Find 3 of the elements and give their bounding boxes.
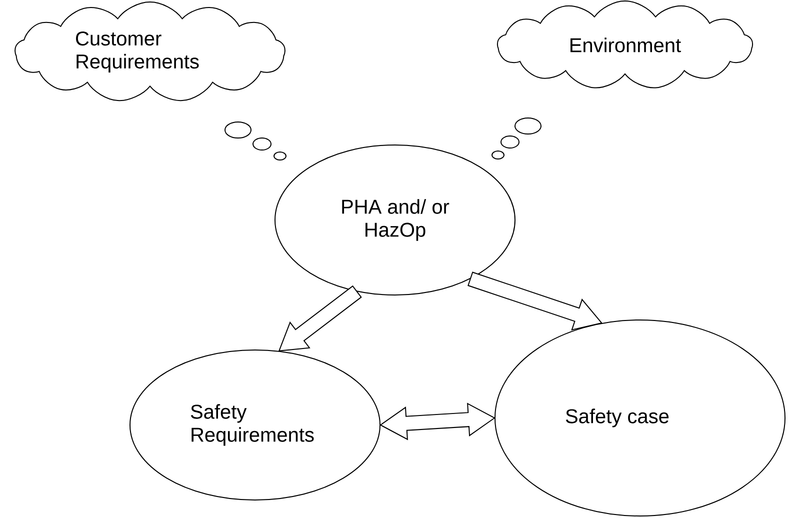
thought-cloud: Environment (496, 0, 754, 88)
block-arrow (468, 272, 603, 331)
thought-cloud: Customer Requirements (14, 2, 286, 102)
